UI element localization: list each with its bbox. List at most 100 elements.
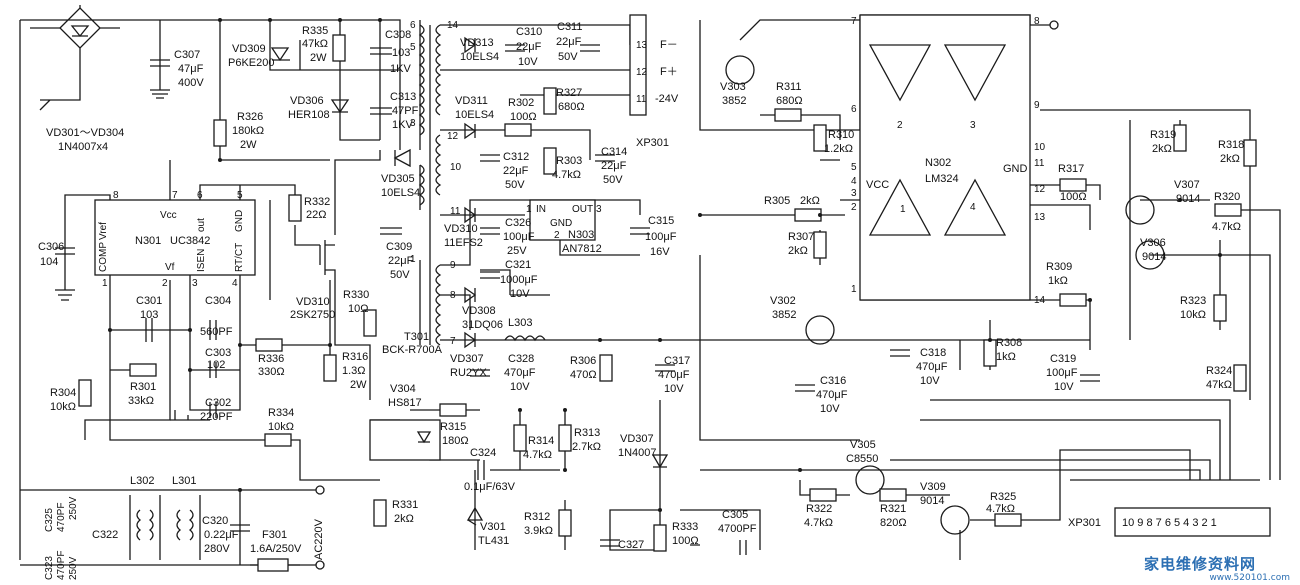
lbl-c319-rating: 10V [1054,381,1074,393]
lbl-c305: C305 [722,509,748,521]
lbl-n302-p13: 13 [1034,212,1046,223]
lbl-r331: R331 [392,499,418,511]
lbl-vd305-type: 10ELS4 [381,187,420,199]
lbl-c310-value: 22μF [516,41,542,53]
lbl-c322: C322 [92,529,118,541]
lbl-r323-value: 10kΩ [1180,309,1206,321]
lbl-c323-rating: 250V [68,556,79,580]
lbl-c320-rating: 280V [204,543,230,555]
lbl-an7812-p2: 2 [554,230,560,241]
lbl-c304-value: 560PF [200,326,233,338]
lbl-r315-value: 180Ω [442,435,469,447]
lbl-v305: V305 [850,439,876,451]
lbl-r313: R313 [574,427,600,439]
lbl-r308-value: 1kΩ [996,351,1016,363]
lbl-n302-p11: 11 [1034,158,1045,169]
watermark-url: www.520101.com [1209,573,1290,583]
lbl-r321-value: 820Ω [880,517,907,529]
lbl-r302: R302 [508,97,534,109]
lbl-r316: R316 [342,351,368,363]
lbl-c319-value: 100μF [1046,367,1078,379]
lbl-f-minus: F－ [660,39,678,51]
lbl-n302-p4: 4 [851,176,857,187]
lbl-n302-p3: 3 [851,188,857,199]
lbl-c306-value: 104 [40,256,58,268]
lbl-c303-value: 102 [207,359,225,371]
lbl-r333-value: 100Ω [672,535,699,547]
lbl-c317-value: 470μF [658,369,690,381]
lbl-r309: R309 [1046,261,1072,273]
lbl-r333: R333 [672,521,698,533]
lbl-l301: L301 [172,475,196,487]
lbl-c309-value: 22μF [388,255,414,267]
lbl-vd310b: VD310 [296,296,330,308]
lbl-vd306: VD306 [290,95,324,107]
lbl-c310: C310 [516,26,542,38]
lbl-n302-p8: 8 [1034,16,1040,27]
lbl-v304-type: HS817 [388,397,422,409]
lbl-c303: C303 [205,347,231,359]
lbl-r336-value: 330Ω [258,366,285,378]
lbl-c320: C320 [202,515,228,527]
lbl-c325-rating: 250V [68,496,79,520]
lbl-c316-value: 470μF [816,389,848,401]
lbl-c314-value: 22μF [601,160,627,172]
lbl-r325: R325 [990,491,1016,503]
lbl-pin-isen: ISEN [196,249,207,272]
lbl-r325-value: 4.7kΩ [986,503,1015,515]
lbl-w8: 8 [450,290,456,301]
lbl-v304: V304 [390,383,416,395]
lbl-c311-value: 22μF [556,36,582,48]
lbl-pin-vref: Vref [98,222,109,240]
lbl-r324: R324 [1206,365,1232,377]
lbl-c325-value: 470PF [56,503,67,532]
lbl-xp-13: 13 [636,40,648,51]
lbl-c317-rating: 10V [664,383,684,395]
lbl-v302-type: 3852 [772,309,796,321]
lbl-r303: R303 [556,155,582,167]
lbl-r312-value: 3.9kΩ [524,525,553,537]
lbl-r336: R336 [258,353,284,365]
lbl-v301-type: TL431 [478,535,509,547]
lbl-vd311: VD311 [455,95,488,107]
lbl-amp2: 2 [897,120,903,131]
lbl-pin-rtct: RT/CT [234,243,245,272]
lbl-c314-rating: 50V [603,174,623,186]
lbl-vd310b-type: 2SK2750 [290,309,335,321]
lbl-c312-value: 22μF [503,165,529,177]
lbl-n302-p7: 7 [851,16,857,27]
lbl-r326-value: 180kΩ [232,125,264,137]
lbl-vd313-type: 10ELS4 [460,51,499,63]
lbl-vd308-type: 31DQ06 [462,319,503,331]
lbl-c307-rating: 400V [178,77,204,89]
lbl-c314: C314 [601,146,627,158]
lbl-uc3842: UC3842 [170,235,210,247]
lbl-c324-value: 0.1μF/63V [464,481,516,493]
lbl-c324: C324 [470,447,496,459]
lbl-c327: C327 [618,539,644,551]
lbl-c321-value: 1000μF [500,274,538,286]
lbl-w5: 5 [410,42,416,53]
lbl-pin1: 1 [102,278,108,289]
lbl-an7812-p1: 1 [526,204,532,215]
lbl-xp-12: 12 [636,67,648,78]
lbl-v303-type: 3852 [722,95,746,107]
lbl-c312: C312 [503,151,529,163]
lbl-r334: R334 [268,407,294,419]
lbl-r310-value: 1.2kΩ [824,143,853,155]
lbl-v306: V306 [1140,237,1166,249]
lbl-pin8: 8 [113,190,119,201]
lbl-v303: V303 [720,81,746,93]
lbl-pin-out: out [196,218,207,232]
lbl-c313-rating: 1KV [392,119,413,131]
lbl-r304: R304 [50,387,76,399]
lbl-c307: C307 [174,49,200,61]
lbl-r311-value: 680Ω [776,95,803,107]
lbl-c318-rating: 10V [920,375,940,387]
lbl-c328-value: 470μF [504,367,536,379]
lbl-c315-value: 100μF [645,231,677,243]
lbl-r332-value: 22Ω [306,209,326,221]
lbl-pin-vcc: Vcc [160,210,177,221]
lbl-lm324: LM324 [925,173,959,185]
